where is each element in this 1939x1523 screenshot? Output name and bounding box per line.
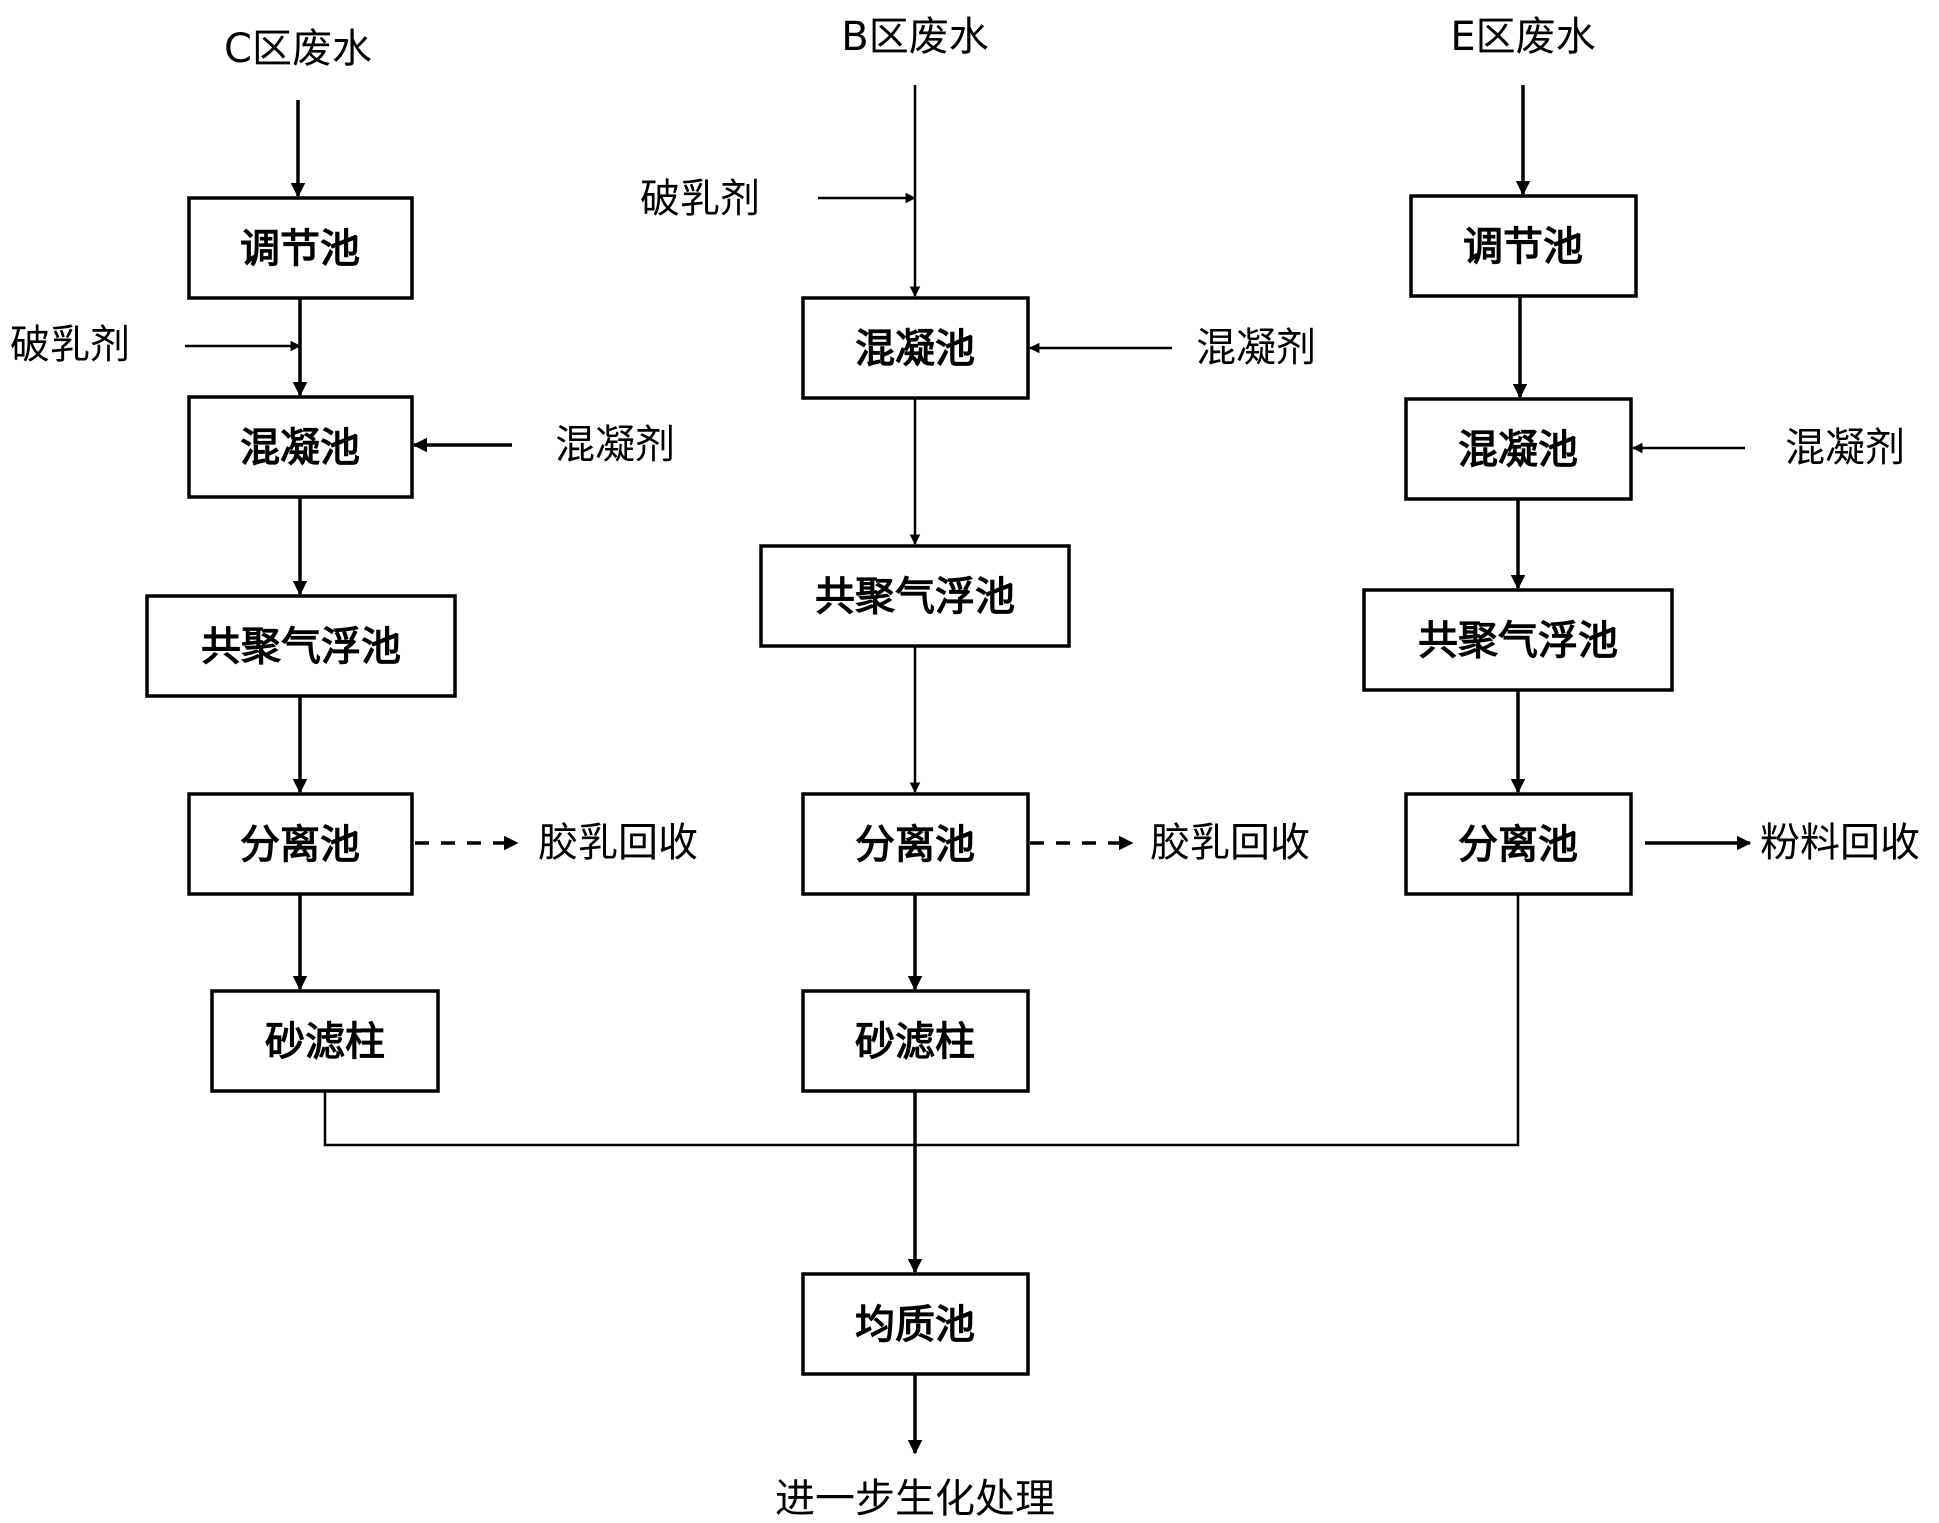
- e-separation-tank-box: [1404, 792, 1633, 896]
- c-sand-filter-label: 砂滤柱: [265, 1019, 385, 1065]
- source-label-e: E区废水: [1450, 14, 1595, 60]
- c-coagulant-label: 混凝剂: [555, 422, 675, 468]
- b-flotation-tank-label: 共聚气浮池: [815, 574, 1015, 620]
- e-regulating-tank-box: [1409, 194, 1638, 298]
- b-coagulant-label: 混凝剂: [1196, 325, 1316, 371]
- e-separation-tank-label: 分离池: [1458, 822, 1578, 868]
- e-flotation-tank-box: [1362, 588, 1674, 692]
- homogenizing-tank-box: [801, 1272, 1030, 1376]
- c-flotation-tank-box: [145, 594, 457, 698]
- b-sand-filter-box: [801, 989, 1030, 1093]
- c-coagulation-tank-label: 混凝池: [240, 425, 360, 471]
- c-latex-recovery-label: 胶乳回收: [538, 820, 698, 866]
- c-regulating-tank-label: 调节池: [240, 226, 360, 272]
- c-flotation-tank-label: 共聚气浮池: [201, 624, 401, 670]
- e-coagulation-tank-label: 混凝池: [1458, 427, 1578, 473]
- b-coagulation-tank-label: 混凝池: [855, 326, 975, 372]
- e-regulating-tank-label: 调节池: [1463, 224, 1583, 270]
- source-label-c: C区废水: [224, 26, 372, 72]
- homogenizing-tank-label: 均质池: [855, 1302, 975, 1348]
- c-separation-tank-label: 分离池: [240, 822, 360, 868]
- e-coagulant-label: 混凝剂: [1785, 425, 1905, 471]
- further-treatment-label: 进一步生化处理: [775, 1476, 1055, 1522]
- b-flotation-tank-box: [759, 544, 1071, 648]
- e-powder-recovery-label: 粉料回收: [1760, 820, 1920, 866]
- e-flotation-tank-label: 共聚气浮池: [1418, 618, 1618, 664]
- c-demulsifier-label: 破乳剂: [10, 322, 130, 368]
- c-coagulation-tank-box: [187, 395, 414, 499]
- b-sand-filter-label: 砂滤柱: [855, 1019, 975, 1065]
- b-separation-tank-label: 分离池: [855, 822, 975, 868]
- merge-line: [323, 894, 1520, 1147]
- source-label-b: B区废水: [841, 14, 988, 60]
- b-demulsifier-label: 破乳剂: [640, 176, 760, 222]
- b-coagulation-tank-box: [801, 296, 1030, 400]
- e-coagulation-tank-box: [1404, 397, 1633, 501]
- b-latex-recovery-label: 胶乳回收: [1150, 820, 1310, 866]
